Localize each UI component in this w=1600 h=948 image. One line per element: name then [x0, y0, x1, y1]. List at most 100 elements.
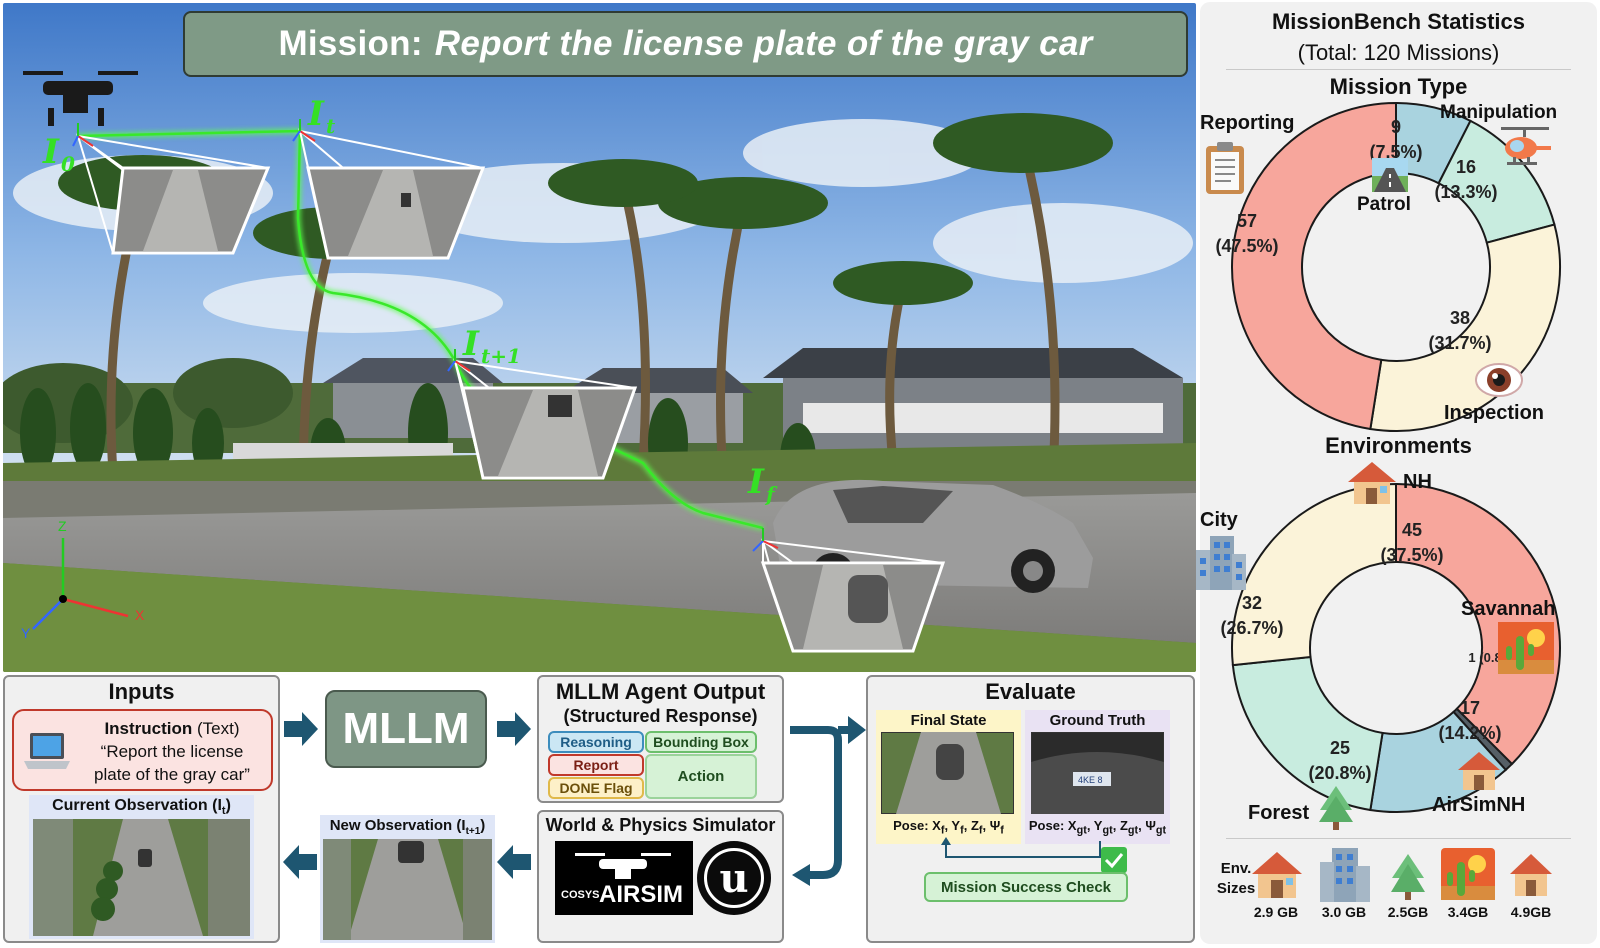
environments-title: Environments [1325, 433, 1472, 458]
value-inspection: 38(31.7%) [1428, 308, 1492, 353]
house-icon [1252, 852, 1302, 898]
svg-text:I: I [42, 132, 60, 172]
simulator-title: World & Physics Simulator [545, 815, 776, 835]
drone-icon [575, 853, 671, 879]
mission-prefix: Mission: [278, 24, 423, 63]
label-city: City [1200, 509, 1238, 531]
frame-label-if: f [764, 482, 778, 506]
divider [1226, 69, 1571, 70]
unreal-engine-logo: u [697, 841, 771, 915]
evaluate-title: Evaluate [985, 679, 1076, 704]
svg-text:I: I [307, 94, 325, 134]
mission-task: Report the license plate of the gray car [434, 24, 1093, 63]
world-axes: Z X Y [21, 518, 145, 641]
frame-label-it: t [326, 114, 336, 138]
label-airsimnh: AirSimNH [1432, 794, 1526, 816]
svg-text:I: I [462, 324, 480, 364]
svg-text:I: I [747, 462, 765, 502]
bounding-box-tag: Bounding Box [645, 731, 757, 753]
label-manipulation: Manipulation [1440, 102, 1558, 123]
road-icon [1372, 158, 1408, 192]
current-observation-label: Current Observation (It) [52, 797, 231, 818]
value-reporting: 57(47.5%) [1215, 211, 1279, 256]
view-thumbnails [111, 166, 946, 653]
laptop-icon [24, 733, 70, 769]
env-size-value: 3.0 GB [1321, 904, 1367, 920]
airsim-logo: COSYS AIRSIM [555, 841, 693, 915]
simulation-scene: I 0 I t I t+1 I f Z X Y Mission: Report … [3, 3, 1196, 672]
env-size-value: 4.9GB [1510, 904, 1552, 920]
action-tag: Action [645, 754, 757, 799]
label-forest: Forest [1248, 802, 1310, 824]
env-size-value: 3.4GB [1447, 904, 1489, 920]
agent-output-box: MLLM Agent Output (Structured Response) … [537, 675, 784, 803]
axis-y-label: Y [21, 625, 31, 641]
house-icon [1510, 854, 1552, 896]
new-observation-image [323, 839, 492, 940]
ground-truth-image: 4KE 8 [1031, 732, 1164, 814]
mission-type-title: Mission Type [1329, 74, 1468, 99]
agent-output-subtitle: (Structured Response) [563, 706, 758, 726]
mission-banner: Mission: Report the license plate of the… [183, 11, 1188, 77]
tree-icon [1319, 786, 1353, 830]
label-savannah: Savannah [1461, 598, 1556, 620]
label-reporting: Reporting [1200, 112, 1295, 134]
house-icon [1348, 462, 1396, 504]
env-sizes-label: Env.Sizes [1216, 860, 1256, 897]
final-pose-label: Pose: Xf, Yf, Zf, Ψf [893, 818, 1004, 837]
clipboard-icon [1206, 142, 1244, 194]
arrow-right-icon [497, 712, 531, 746]
current-observation-image [33, 819, 250, 936]
env-size-value: 2.5GB [1387, 904, 1429, 920]
environments-donut [1231, 482, 1561, 813]
ground-truth-label: Ground Truth [1049, 712, 1146, 729]
arrow-left-icon [497, 845, 531, 879]
building-icon [1320, 848, 1370, 902]
label-inspection: Inspection [1444, 402, 1545, 424]
current-observation-panel: Current Observation (It) [29, 795, 254, 939]
simulator-box: World & Physics Simulator COSYS AIRSIM u [537, 810, 784, 943]
axis-z-label: Z [58, 518, 67, 534]
final-state-panel: Final State Pose: Xf, Yf, Zf, Ψf [876, 710, 1021, 844]
license-plate-text: 4KE 8 [1078, 775, 1103, 785]
frame-label-i0: 0 [61, 152, 75, 176]
gt-pose-label: Pose: Xgt, Ygt, Zgt, Ψgt [1028, 818, 1167, 837]
stats-total: (Total: 120 Missions) [1297, 40, 1500, 65]
report-tag: Report [548, 754, 644, 776]
cactus-sunset-icon [1498, 622, 1554, 674]
drone-icon [23, 71, 138, 126]
evaluate-box: Evaluate Final State Pose: Xf, Yf, Zf, Ψ… [866, 675, 1195, 943]
frame-label-it1: t+1 [481, 344, 521, 368]
value-airsimnh: 17(14.2%) [1438, 698, 1502, 743]
new-observation-label: New Observation (It+1) [329, 817, 486, 837]
check-connector [941, 837, 1101, 858]
value-forest: 25(20.8%) [1308, 738, 1372, 783]
inputs-title: Inputs [108, 679, 175, 704]
new-observation-panel: New Observation (It+1) [320, 815, 495, 943]
agent-output-title: MLLM Agent Output [555, 679, 766, 704]
building-icon [1196, 536, 1246, 590]
mission-slice-reporting [1231, 101, 1397, 431]
label-patrol: Patrol [1357, 194, 1411, 215]
connector-bracket [790, 716, 866, 886]
cactus-sunset-icon [1441, 848, 1495, 900]
axis-x-label: X [135, 607, 145, 623]
helicopter-icon [1501, 127, 1551, 165]
instruction-card: Instruction (Text) “Report the license p… [12, 709, 273, 791]
checkmark-icon [1101, 847, 1127, 873]
value-patrol: 9(7.5%) [1369, 117, 1423, 162]
divider [1226, 838, 1571, 839]
tree-icon [1391, 854, 1425, 900]
env-slice-nh [1395, 482, 1561, 766]
stats-title: MissionBench Statistics [1271, 9, 1526, 34]
final-state-label: Final State [910, 712, 987, 729]
house-icon [1458, 752, 1500, 790]
label-nh: NH [1403, 471, 1432, 493]
done-flag-tag: DONE Flag [548, 777, 644, 799]
arrow-left-icon [283, 845, 317, 879]
value-city: 32(26.7%) [1220, 593, 1284, 638]
env-slice-forest [1231, 655, 1384, 812]
final-state-image [881, 732, 1014, 814]
ground-truth-panel: Ground Truth 4KE 8 Pose: Xgt, Ygt, Zgt, … [1025, 710, 1170, 844]
value-nh: 45(37.5%) [1380, 520, 1444, 565]
